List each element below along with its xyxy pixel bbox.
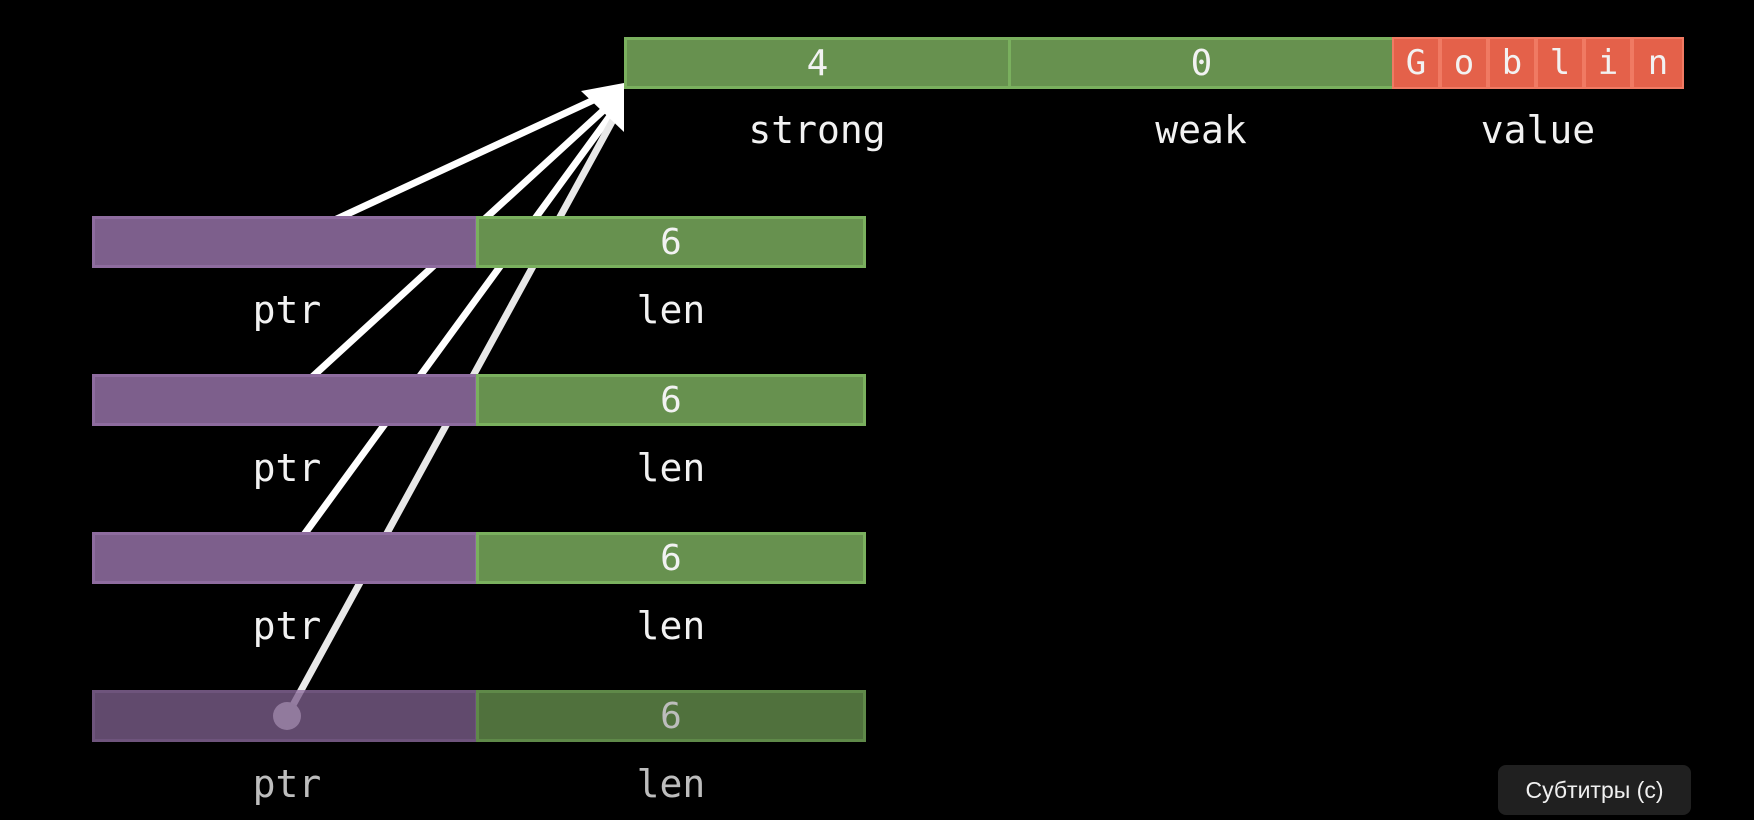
value-char-cell: o [1440,37,1488,89]
ptr-label: ptr [252,762,322,806]
arrow-head [581,83,624,132]
subtitles-button[interactable]: Субтитры (c) [1498,765,1691,815]
value-char-cell: l [1536,37,1584,89]
ptr-cell [92,374,478,426]
len-label: len [636,446,706,490]
ptr-label: ptr [252,446,322,490]
len-label: len [636,288,706,332]
value-char-cell: b [1488,37,1536,89]
len-cell: 6 [476,532,866,584]
ptr-label: ptr [252,604,322,648]
ptr-cell [92,216,478,268]
pointer-arrow-3 [284,113,613,561]
value-char-cell: i [1584,37,1632,89]
len-cell: 6 [476,374,866,426]
value-char-cell: n [1632,37,1684,89]
len-cell: 6 [476,216,866,268]
weak-count-cell: 0 [1008,37,1395,89]
strong-count-cell: 4 [624,37,1011,89]
ptr-cell [92,690,478,742]
ptr-cell [92,532,478,584]
weak-label: weak [1155,108,1247,152]
len-cell: 6 [476,690,866,742]
value-char-cell: G [1392,37,1440,89]
len-label: len [636,604,706,648]
ptr-label: ptr [252,288,322,332]
value-label: value [1480,108,1596,152]
len-label: len [636,762,706,806]
strong-label: strong [748,108,886,152]
